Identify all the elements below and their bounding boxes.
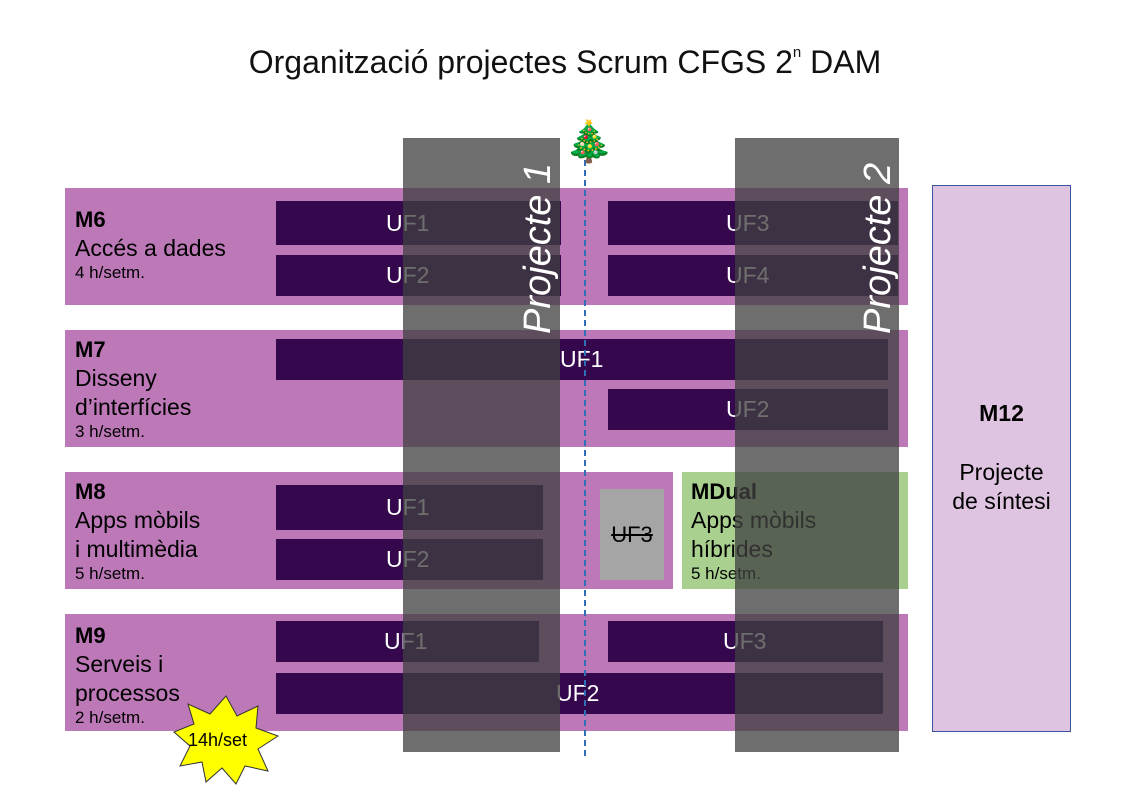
module-name: d’interfícies xyxy=(75,394,192,420)
module-name: Disseny xyxy=(75,365,157,391)
uf-label: UF1 xyxy=(560,346,604,372)
module-name: Apps mòbils xyxy=(75,507,201,533)
module-code: M8 xyxy=(75,479,106,504)
module-code: M7 xyxy=(75,337,106,362)
module-code: M9 xyxy=(75,623,106,648)
hours-badge-starburst xyxy=(173,695,280,785)
module-name: Projecte xyxy=(959,459,1044,485)
module-m8-label: M8 Apps mòbils i multimèdia 5 h/setm. xyxy=(75,477,200,584)
project-1-label: Projecte 1 xyxy=(517,162,559,334)
m8-uf3-dropped: UF3 xyxy=(600,489,664,580)
module-hours: 4 h/setm. xyxy=(75,263,145,282)
module-m7-label: M7 Disseny d’interfícies 3 h/setm. xyxy=(75,335,191,442)
page-title: Organització projectes Scrum CFGS 2n DAM xyxy=(0,44,1123,81)
project-2-label: Projecte 2 xyxy=(857,162,899,334)
starburst-shape xyxy=(173,695,280,785)
uf-label: UF2 xyxy=(556,680,600,706)
module-m12: M12 Projecte de síntesi xyxy=(932,185,1071,732)
module-m9-label: M9 Serveis i processos 2 h/setm. xyxy=(75,621,180,728)
project-2-column xyxy=(735,138,899,752)
hours-badge-text: 14h/set xyxy=(188,730,248,750)
title-superscript: n xyxy=(792,44,802,62)
module-m6-label: M6 Accés a dades 4 h/setm. xyxy=(75,205,226,283)
module-name: Accés a dades xyxy=(75,235,226,261)
module-hours: 5 h/setm. xyxy=(75,564,145,583)
module-name: de síntesi xyxy=(952,488,1051,514)
title-suffix: DAM xyxy=(801,44,882,80)
module-name: Serveis i xyxy=(75,651,164,677)
module-name: processos xyxy=(75,680,180,706)
christmas-tree-icon: 🎄 xyxy=(564,120,614,164)
uf-label: UF3 xyxy=(611,521,653,547)
title-main: Organització projectes Scrum CFGS 2 xyxy=(248,44,793,80)
christmas-divider-line xyxy=(584,160,586,756)
module-hours: 3 h/setm. xyxy=(75,422,145,441)
project-1-column xyxy=(403,138,560,752)
module-name-block: Projecte de síntesi xyxy=(933,458,1070,516)
module-name: i multimèdia xyxy=(75,536,198,562)
module-hours: 2 h/setm. xyxy=(75,708,145,727)
module-code: M6 xyxy=(75,207,106,232)
module-code: M12 xyxy=(979,400,1024,426)
